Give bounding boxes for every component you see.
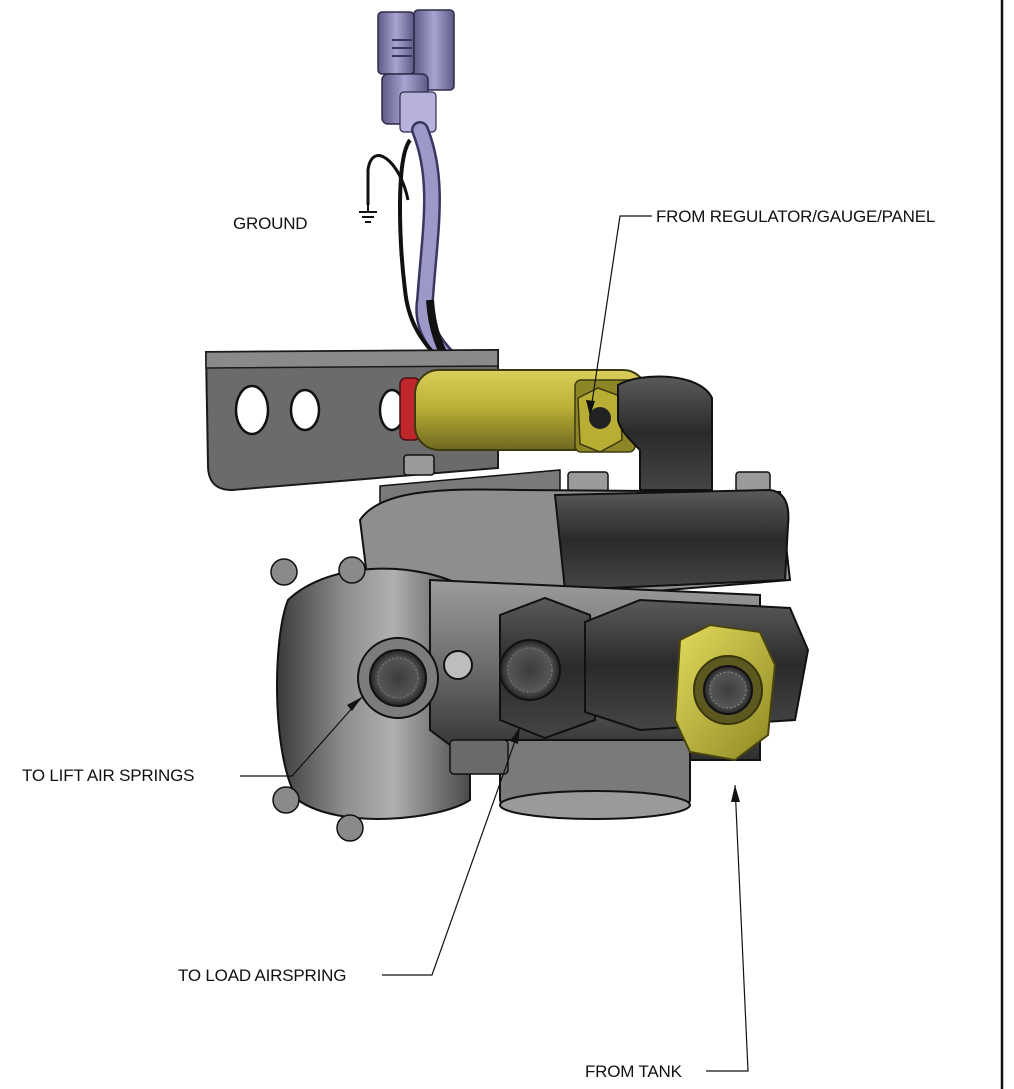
electrical-connector — [366, 9, 464, 374]
ground-symbol-icon — [359, 205, 377, 223]
valve-illustration — [204, 9, 810, 842]
elbow-fitting — [617, 375, 713, 491]
callout-from-tank: FROM TANK — [585, 784, 749, 1081]
label-from-regulator: FROM REGULATOR/GAUGE/PANEL — [656, 207, 935, 226]
callout-to-lift: TO LIFT AIR SPRINGS — [22, 696, 363, 785]
solenoid — [399, 369, 648, 453]
label-to-load: TO LOAD AIRSPRING — [178, 966, 346, 985]
label-from-tank: FROM TANK — [585, 1062, 683, 1081]
label-to-lift: TO LIFT AIR SPRINGS — [22, 766, 194, 785]
lift-port — [357, 637, 473, 719]
tank-port — [584, 598, 810, 762]
callout-from-regulator: FROM REGULATOR/GAUGE/PANEL — [586, 207, 935, 417]
label-ground: GROUND — [233, 214, 307, 233]
callout-to-load: TO LOAD AIRSPRING — [178, 726, 521, 985]
load-port — [499, 596, 597, 740]
callout-ground: GROUND — [233, 214, 308, 233]
cap-bolts — [270, 556, 366, 842]
